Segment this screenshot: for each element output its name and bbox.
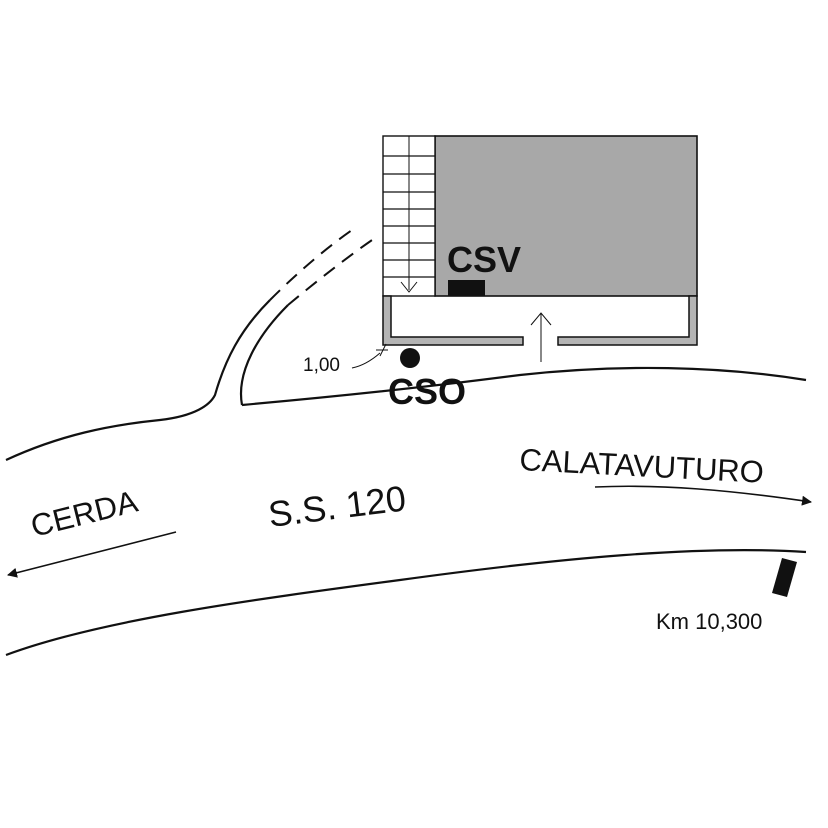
- cerda-label: CERDA: [27, 484, 141, 544]
- road-south-edge: [5, 549, 807, 657]
- road-north-edge-west: [5, 299, 271, 461]
- stair-treads: [383, 136, 435, 290]
- road-north-edge-east: [241, 366, 807, 407]
- building: [382, 135, 698, 297]
- km-marker-label: Km 10,300: [656, 609, 762, 634]
- gate-entrance-arrow-icon: [530, 312, 552, 326]
- km-marker-post-icon: [772, 558, 797, 597]
- cso-label: CSO: [388, 371, 466, 412]
- side-road-curve: [239, 304, 289, 406]
- stair-down-arrow-icon: [400, 281, 418, 293]
- road-name-label: S.S. 120: [266, 477, 408, 535]
- cerda-direction-arrow: [7, 531, 177, 578]
- fence-left: [382, 295, 524, 346]
- calatavuturo-direction-arrow: [594, 485, 812, 506]
- height-label: 1,00: [303, 355, 340, 376]
- csv-label: CSV: [447, 239, 521, 280]
- building-body: [434, 135, 698, 297]
- courtyard-fence: [382, 295, 698, 362]
- dashed-access-inner: [287, 237, 376, 306]
- calatavuturo-label: CALATAVUTURO: [519, 442, 765, 490]
- csv-station-marker: [448, 280, 485, 296]
- dashed-access-outer: [269, 227, 356, 301]
- height-leader-line: [351, 352, 381, 369]
- fence-right: [557, 295, 698, 346]
- height-tick-icon: [376, 343, 388, 357]
- cso-station-marker: [400, 348, 420, 368]
